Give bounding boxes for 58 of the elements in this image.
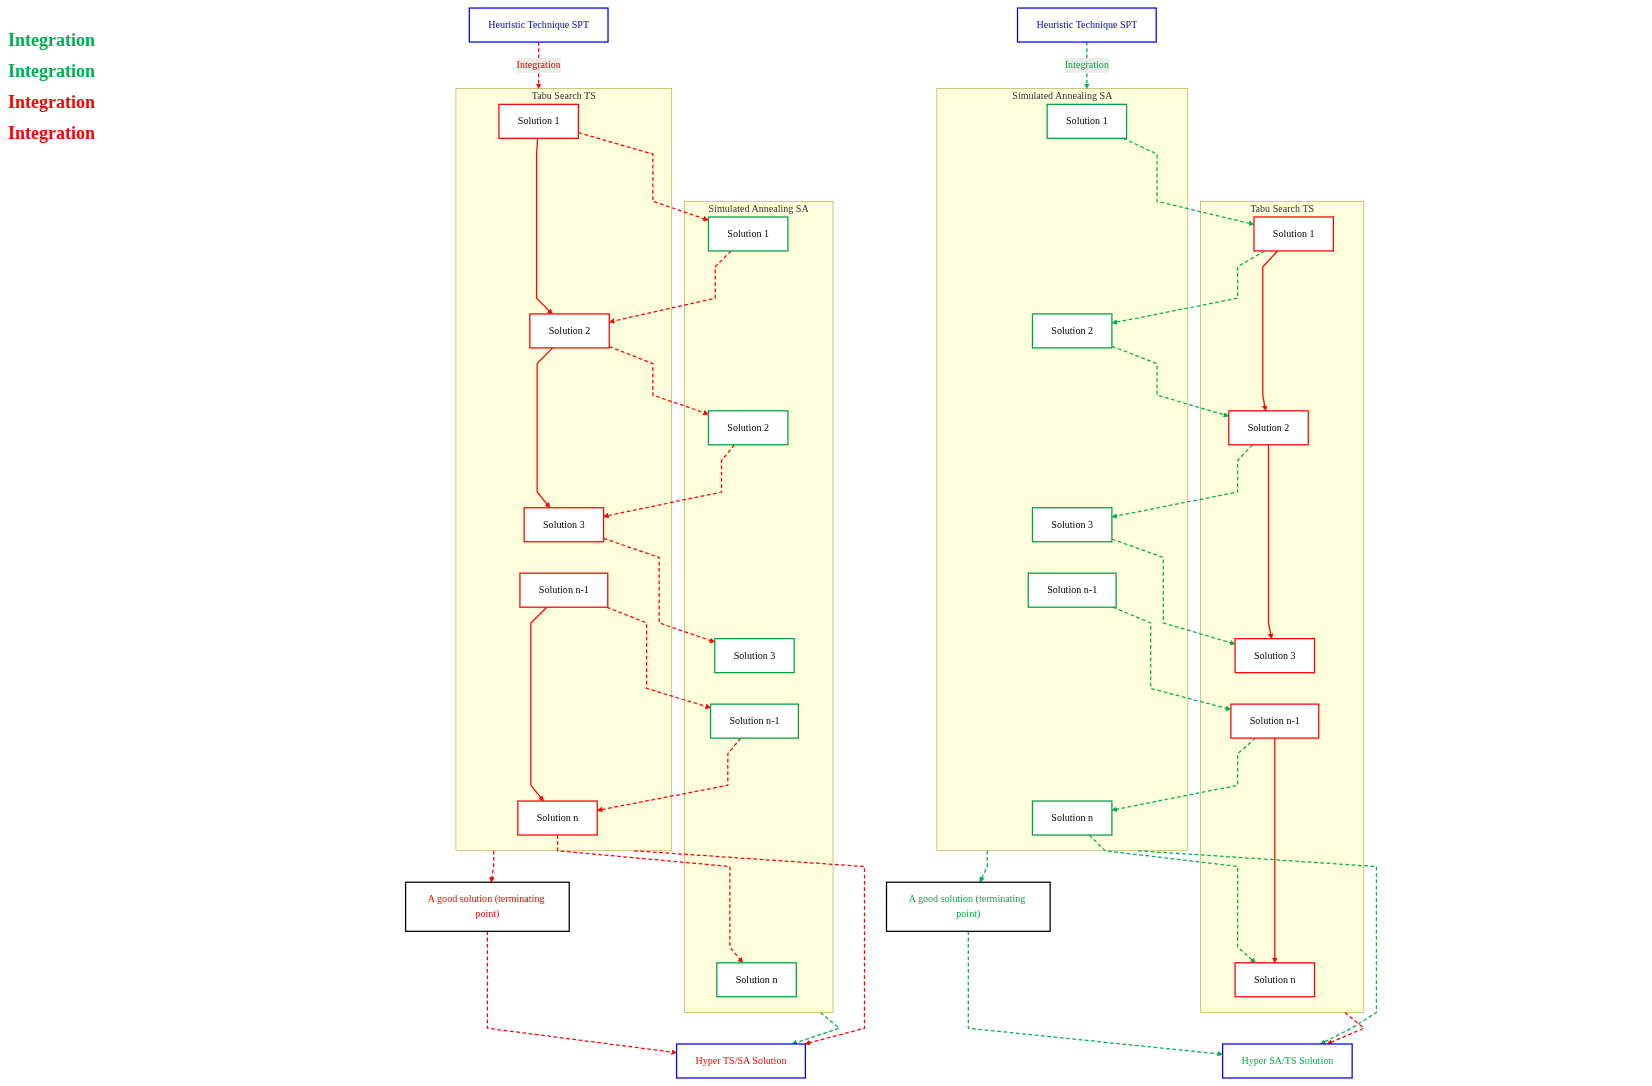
node-box: A good solution (terminating point): [404, 881, 570, 932]
node-box: Solution n-1: [709, 703, 799, 739]
node-box: Hyper SA/TS Solution: [1222, 1043, 1353, 1079]
node-box: Heuristic Technique SPT: [468, 7, 609, 43]
arrow: [608, 345, 709, 416]
arrow: [603, 444, 735, 519]
node-box: Solution 2: [1228, 410, 1309, 446]
node-box: Solution 2: [707, 410, 789, 446]
node-box: Solution 1: [707, 216, 789, 252]
arrow: [556, 834, 743, 964]
node-box: Solution 3: [714, 638, 795, 674]
node-box: Solution 1: [1046, 103, 1128, 139]
arrow: [1088, 834, 1256, 964]
node-box: Solution n-1: [1027, 572, 1117, 608]
node-box: Hyper TS/SA Solution: [675, 1043, 806, 1079]
arrow: [535, 41, 542, 89]
node-box: Solution n: [1234, 962, 1316, 998]
rotated-label: Integration: [8, 30, 96, 51]
arrow: [536, 347, 554, 508]
arrow: [489, 850, 495, 883]
arrow: [530, 606, 548, 802]
arrow: [1111, 444, 1254, 519]
node-box: Solution 1: [1253, 216, 1335, 252]
node-box: A good solution (terminating point): [885, 881, 1051, 932]
arrow: [1137, 850, 1378, 1045]
arrow: [486, 930, 677, 1055]
node-box: Solution 3: [1031, 507, 1113, 543]
node-box: Solution 2: [1031, 313, 1113, 349]
arrow: [1326, 1011, 1366, 1045]
arrow: [609, 250, 732, 324]
rotated-label: Integration: [8, 123, 96, 144]
node-box: Solution n-1: [1230, 703, 1320, 739]
node-box: Solution n: [716, 962, 797, 998]
node-box: Solution n-1: [519, 572, 609, 608]
arrow: [606, 606, 711, 709]
rotated-label: Integration: [8, 61, 96, 82]
arrow: [597, 737, 742, 813]
arrow: [1111, 250, 1266, 325]
node-box: Solution 3: [1234, 638, 1316, 674]
edge-label: Integration: [516, 59, 561, 71]
arrow: [1111, 737, 1257, 812]
node-box: Solution n: [1031, 800, 1113, 836]
arrow: [979, 850, 988, 883]
arrow: [1272, 737, 1278, 964]
arrow: [1111, 538, 1236, 646]
node-box: Solution 3: [523, 507, 605, 543]
arrow: [633, 850, 866, 1046]
node-box: Heuristic Technique SPT: [1016, 7, 1157, 43]
edge-label: Integration: [1064, 59, 1109, 71]
arrow: [967, 930, 1223, 1057]
arrow: [1261, 250, 1279, 412]
arrow: [1084, 41, 1090, 89]
node-box: Solution 1: [498, 103, 579, 139]
node-box: Solution n: [517, 800, 598, 836]
node-box: Solution 2: [529, 313, 610, 349]
arrow: [1267, 444, 1274, 639]
arrow: [535, 137, 553, 315]
rotated-label: Integration: [8, 92, 96, 113]
